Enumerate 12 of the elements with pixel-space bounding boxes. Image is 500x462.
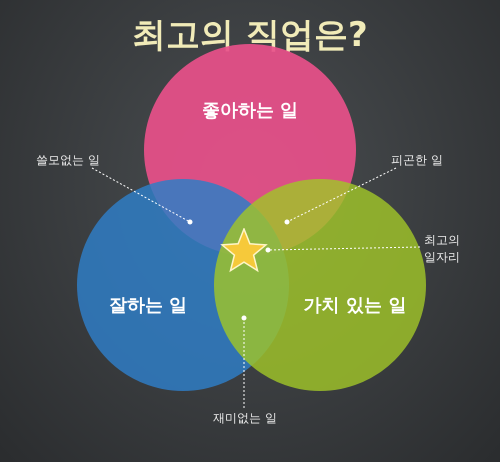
- title: 최고의 직업은?: [131, 14, 369, 57]
- callout-text: 피곤한 일: [372, 152, 462, 169]
- circle-label: 잘하는 일: [108, 294, 188, 317]
- circle-label: 좋아하는 일: [202, 99, 298, 122]
- leader-line: [242, 316, 246, 408]
- leader-line: [92, 168, 192, 224]
- leader-line: [284, 168, 396, 224]
- callout-text: 재미없는 일: [190, 410, 300, 427]
- callout-text: 최고의 일자리: [420, 232, 464, 266]
- callout-text: 쓸모없는 일: [18, 152, 118, 169]
- circle-label: 가치 있는 일: [304, 294, 406, 317]
- leader-line: [266, 246, 420, 252]
